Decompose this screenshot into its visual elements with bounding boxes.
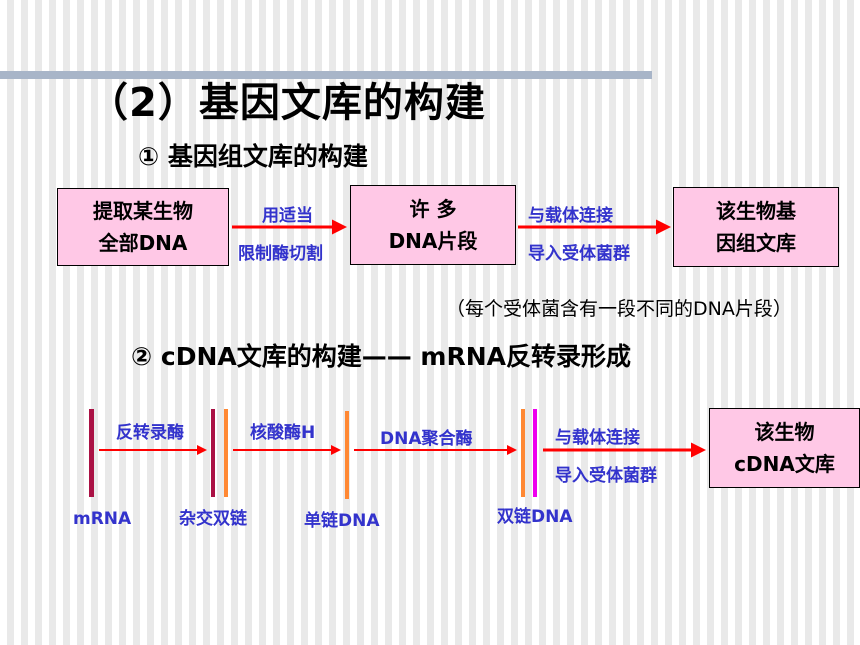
section2-heading: ② cDNA文库的构建—— mRNA反转录形成 — [131, 342, 631, 371]
strand-single-dna — [345, 411, 349, 499]
strand-double-b — [533, 409, 537, 497]
final-arrow-top-label: 与载体连接 — [555, 428, 640, 448]
arrow2-top-label: 与载体连接 — [528, 206, 613, 226]
label-double-strand-dna: 双链DNA — [497, 507, 573, 527]
label-mrna: mRNA — [73, 509, 132, 529]
label-hybrid-duplex: 杂交双链 — [179, 509, 247, 529]
box-genomic-library-line1: 该生物基 — [716, 199, 796, 223]
step-label-dna-polymerase: DNA聚合酶 — [380, 429, 473, 449]
box-dna-fragments-line1: 许 多 — [409, 197, 457, 221]
box-genomic-library-line2: 因组文库 — [716, 231, 796, 255]
section1-heading: ① 基因组文库的构建 — [138, 142, 368, 171]
section1-note: （每个受体菌含有一段不同的DNA片段） — [446, 298, 792, 320]
arrow2-bottom-label: 导入受体菌群 — [528, 244, 630, 264]
strand-mrna — [89, 409, 94, 497]
box-cdna-library-line1: 该生物 — [754, 420, 815, 444]
final-arrow-bottom-label: 导入受体菌群 — [555, 466, 657, 486]
step-label-rnase-h: 核酸酶H — [250, 423, 316, 443]
box-extract-dna-line1: 提取某生物 — [93, 199, 193, 223]
arrow1-top-label: 用适当 — [262, 206, 313, 226]
box-extract-dna: 提取某生物 全部DNA — [57, 188, 229, 266]
box-dna-fragments-line2: DNA片段 — [388, 229, 478, 253]
strand-hybrid-b — [224, 409, 228, 497]
box-extract-dna-line2: 全部DNA — [98, 231, 188, 255]
box-cdna-library-line2: cDNA文库 — [734, 452, 835, 476]
page-title: （2）基因文库的构建 — [88, 80, 486, 126]
strand-double-a — [521, 409, 525, 497]
step-label-reverse-transcriptase: 反转录酶 — [116, 423, 184, 443]
box-dna-fragments: 许 多 DNA片段 — [350, 185, 516, 265]
arrow1-bottom-label: 限制酶切割 — [238, 244, 323, 264]
title-accent-bar — [0, 71, 652, 79]
label-single-strand-dna: 单链DNA — [304, 511, 380, 531]
box-genomic-library: 该生物基 因组文库 — [673, 187, 839, 267]
box-cdna-library: 该生物 cDNA文库 — [709, 408, 860, 488]
strand-hybrid-a — [211, 409, 215, 497]
